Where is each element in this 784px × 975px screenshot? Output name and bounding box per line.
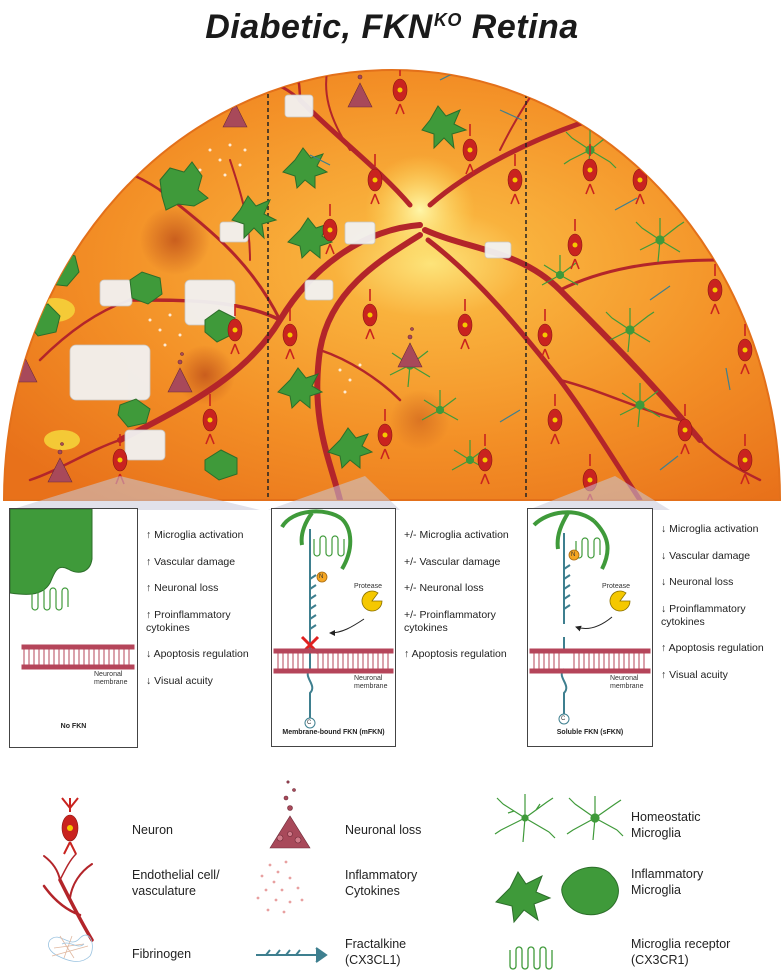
effect-item: +/- Proinflammatory cytokines — [404, 608, 496, 634]
receptor-coils — [31, 587, 69, 611]
effects-list-sfkn: ↓ Microglia activation ↓ Vascular damage… — [661, 523, 781, 695]
microglia-branch — [280, 509, 353, 571]
effect-item: ↑ Neuronal loss — [146, 582, 219, 594]
effect-item: +/- Microglia activation — [404, 529, 509, 541]
legend-receptor-label: Microglia receptor (CX3CR1) — [631, 937, 731, 967]
receptor-coils — [313, 535, 345, 557]
effect-item: ↓ Proinflammatory cytokines — [661, 602, 746, 628]
cytokine-dots — [148, 143, 362, 394]
legend-endothelial-label: Endothelial cell/ vasculature — [132, 868, 220, 898]
legend-fibrinogen-label: Fibrinogen — [132, 947, 192, 961]
effect-item: ↓ Vascular damage — [661, 549, 751, 562]
legend-fibrinogen-icon — [48, 934, 93, 962]
membrane-label: Neuronal membrane — [354, 675, 388, 690]
c-marker: C — [307, 720, 312, 726]
legend-inflammatory-microglia-icon — [495, 866, 619, 924]
panel-soluble-fkn: N Protease Neuronal membrane C Soluble F… — [527, 508, 653, 747]
protease-pacman — [609, 590, 631, 612]
figure-title: Diabetic, FKNKO Retina — [205, 8, 579, 46]
neuron-cells — [112, 70, 753, 500]
legend-vasculature-icon — [42, 853, 94, 942]
effect-item: ↓ Apoptosis regulation — [146, 648, 249, 660]
legend-neuronal-loss-icon — [269, 780, 311, 849]
panel-mfkn-illustration — [273, 509, 394, 729]
membrane-label: Neuronal membrane — [94, 671, 128, 686]
hemorrhage-spot — [140, 205, 210, 275]
membrane-bilayer — [529, 648, 651, 674]
effect-item: ↓ Neuronal loss — [661, 576, 734, 588]
homeostatic-microglia-cells — [389, 128, 685, 471]
legend-homeostatic-microglia-icon — [494, 794, 624, 843]
effect-item: ↑ Visual acuity — [661, 668, 728, 681]
legend-neuron-icon — [61, 797, 79, 855]
protease-pacman — [361, 590, 383, 612]
legend-cytokines-icon — [256, 860, 304, 914]
legend-receptor-icon — [509, 946, 553, 970]
fractalkine-chain — [560, 533, 571, 715]
legend-neuron-label: Neuron — [132, 823, 173, 837]
c-terminus — [558, 713, 570, 725]
legend-neuronal-loss-label: Neuronal loss — [345, 823, 422, 837]
membrane-label: Neuronal membrane — [610, 675, 644, 690]
effect-item: ↓ Visual acuity — [146, 674, 213, 687]
protease-label: Protease — [602, 583, 631, 590]
panel-caption: Membrane-bound FKN (mFKN) — [282, 729, 385, 736]
receptor-coils — [575, 537, 601, 559]
n-terminus — [316, 571, 328, 583]
protease-arrow — [329, 618, 365, 636]
effect-item: ↑ Proinflammatory cytokines — [146, 608, 231, 634]
retina-illustration — [2, 69, 782, 501]
effect-item: ↑ Apoptosis regulation — [404, 648, 507, 660]
panel-sfkn-illustration — [529, 510, 651, 725]
legend-cytokines-label: Inflammatory Cytokines — [345, 868, 418, 898]
legend-icons — [42, 780, 624, 970]
hemorrhage-spot — [390, 390, 450, 450]
hemorrhage-spot — [93, 148, 137, 192]
c-terminus — [304, 717, 316, 729]
effect-item: ↑ Apoptosis regulation — [661, 642, 764, 654]
effect-item: +/- Vascular damage — [404, 555, 501, 568]
n-terminus — [568, 549, 580, 561]
legend-fractalkine-label: Fractalkine (CX3CL1) — [345, 937, 407, 967]
exudate — [44, 430, 80, 450]
c-marker: C — [561, 716, 566, 722]
panel-no-fkn: Neuronal membrane No FKN — [9, 508, 138, 748]
effects-list-no-fkn: ↑ Microglia activation ↑ Vascular damage… — [146, 529, 266, 701]
panel-membrane-bound-fkn: N Protease Neuronal membrane C Membrane-… — [271, 508, 396, 747]
panel-caption: No FKN — [60, 723, 87, 730]
n-marker: N — [571, 552, 576, 558]
microglia-body — [10, 509, 93, 595]
panel-no-fkn-illustration — [10, 509, 135, 670]
legend-fractalkine-icon — [256, 947, 328, 963]
membrane-bilayer — [21, 644, 135, 670]
n-marker: N — [319, 574, 324, 580]
microglia-branch — [532, 510, 610, 570]
effects-list-mfkn: +/- Microglia activation +/- Vascular da… — [404, 529, 524, 675]
effect-item: +/- Neuronal loss — [404, 582, 484, 594]
legend-homeostatic-microglia-label: Homeostatic Microglia — [631, 810, 701, 840]
effect-item: ↑ Microglia activation — [146, 529, 244, 541]
legend-inflammatory-microglia-label: Inflammatory Microglia — [631, 867, 704, 897]
zoom-wedges — [10, 476, 670, 510]
optic-disc — [365, 155, 475, 265]
effect-item: ↓ Microglia activation — [661, 523, 759, 535]
fractalkine-chain — [306, 529, 317, 719]
panel-caption: Soluble FKN (sFKN) — [556, 729, 624, 736]
protease-label: Protease — [354, 583, 383, 590]
membrane-bilayer — [273, 648, 394, 674]
protease-arrow — [575, 616, 613, 632]
effect-item: ↑ Vascular damage — [146, 555, 236, 568]
